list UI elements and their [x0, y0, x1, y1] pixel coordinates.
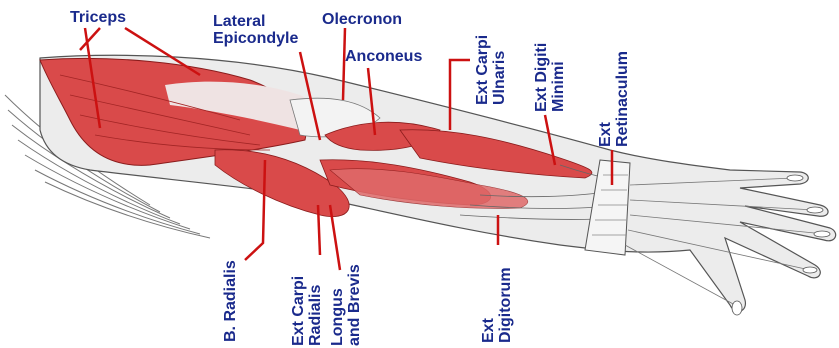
b-radialis-text: B. Radialis — [222, 260, 239, 342]
ext-carpi-ulnaris-label: Ext Carpi Ulnaris — [474, 35, 508, 105]
ext-digitorum-line-1: Ext — [480, 267, 497, 343]
ext-carpi-ulnaris-line-1: Ext Carpi — [474, 35, 491, 105]
longus-brevis-line-1: Longus — [329, 264, 346, 346]
ext-retinaculum-label: Ext Retinaculum — [597, 51, 631, 147]
ext-carpi-radialis-line-1: Ext Carpi — [290, 276, 307, 346]
ext-carpi-radialis-line-2: Radialis — [307, 276, 324, 346]
ext-digiti-minimi-line-2: Minimi — [550, 43, 567, 112]
olecronon-label: Olecronon — [322, 11, 402, 28]
lateral-epicondyle-label: Lateral Epicondyle — [213, 13, 298, 47]
ext-retinaculum-line-1: Ext — [597, 51, 614, 147]
anconeus-label: Anconeus — [345, 48, 422, 65]
b-radialis-label: B. Radialis — [222, 260, 239, 342]
ext-digitorum-line-2: Digitorum — [497, 267, 514, 343]
ext-carpi-ulnaris-line-2: Ulnaris — [491, 35, 508, 105]
longus-brevis-label: Longus and Brevis — [329, 264, 363, 346]
lateral-epicondyle-line-1: Lateral — [213, 13, 298, 30]
olecronon-text: Olecronon — [322, 11, 402, 28]
ext-digiti-minimi-line-1: Ext Digiti — [533, 43, 550, 112]
longus-brevis-line-2: and Brevis — [346, 264, 363, 346]
ext-digiti-minimi-label: Ext Digiti Minimi — [533, 43, 567, 112]
ext-carpi-radialis-label: Ext Carpi Radialis — [290, 276, 324, 346]
triceps-label: Triceps — [70, 9, 126, 26]
ext-digitorum-label: Ext Digitorum — [480, 267, 514, 343]
triceps-text: Triceps — [70, 9, 126, 26]
lateral-epicondyle-line-2: Epicondyle — [213, 30, 298, 47]
anconeus-text: Anconeus — [345, 48, 422, 65]
ext-retinaculum-line-2: Retinaculum — [614, 51, 631, 147]
